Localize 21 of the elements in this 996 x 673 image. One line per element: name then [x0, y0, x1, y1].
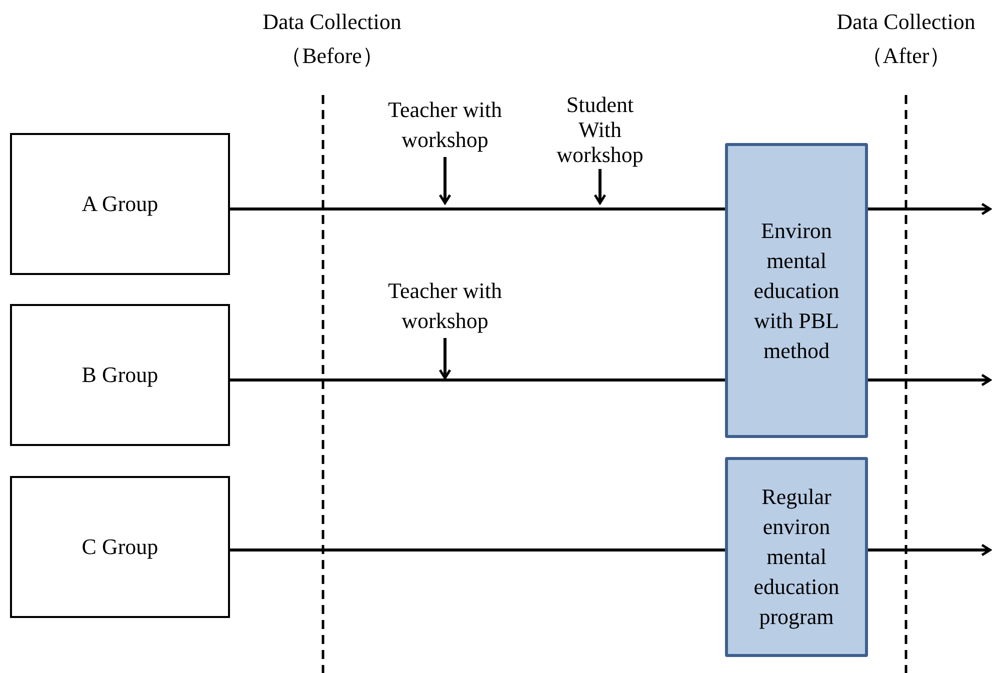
phase-label: Data Collection （Before） [262, 8, 402, 70]
down-arrow [594, 169, 606, 204]
timeline-arrow [868, 544, 992, 556]
box-text: Environ mental education with PBL method [752, 216, 840, 364]
box-text: B Group [82, 361, 158, 389]
program-box [725, 457, 868, 657]
timeline-arrow [868, 374, 992, 386]
intervention-text: Student With workshop [556, 92, 644, 167]
phase-label: Data Collection （After） [836, 8, 976, 70]
box-text: C Group [82, 533, 158, 561]
intervention-text: Teacher with workshop [387, 96, 503, 154]
down-arrow [438, 338, 452, 380]
group-box [10, 133, 230, 275]
program-box [725, 143, 868, 438]
group-box [10, 476, 230, 618]
box-text: Regular environ mental education program [752, 483, 840, 631]
box-text: A Group [82, 190, 158, 218]
down-arrow [438, 157, 452, 204]
group-box [10, 304, 230, 446]
intervention-text: Teacher with workshop [387, 277, 503, 335]
timeline-arrow [868, 202, 992, 216]
